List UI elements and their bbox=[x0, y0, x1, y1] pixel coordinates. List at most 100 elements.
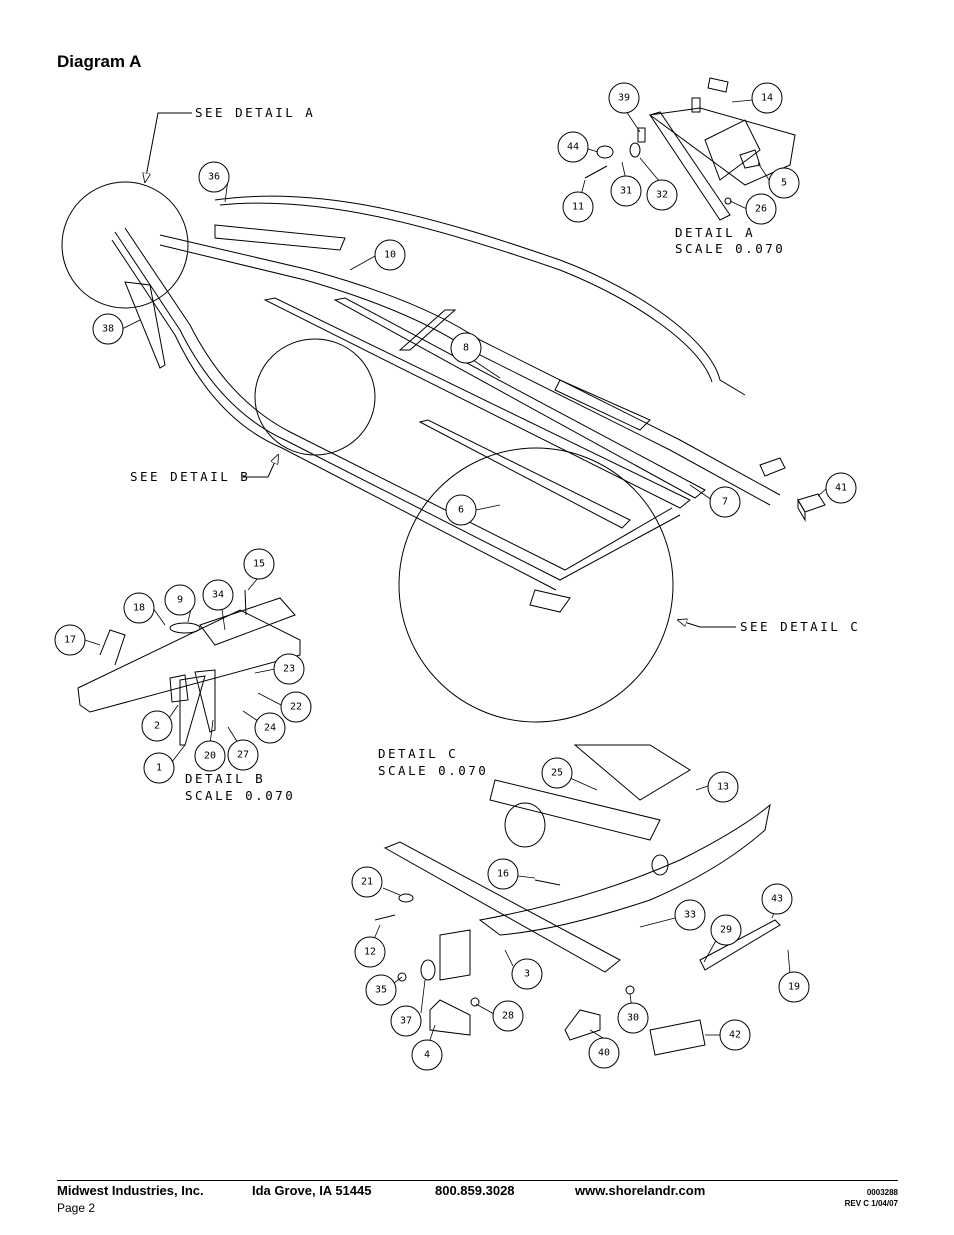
svg-text:33: 33 bbox=[684, 910, 696, 921]
svg-text:43: 43 bbox=[771, 894, 783, 905]
callout-15: 15 bbox=[243, 548, 275, 580]
svg-text:6: 6 bbox=[458, 505, 464, 516]
see-detail-b-label: SEE DETAIL B bbox=[130, 469, 250, 484]
callout-bubbles: 39 14 44 31 32 5 11 26 36 10 38 8 7 41 6… bbox=[54, 82, 857, 1071]
callout-40: 40 bbox=[588, 1037, 620, 1069]
callout-25: 25 bbox=[541, 757, 573, 789]
svg-text:32: 32 bbox=[656, 190, 668, 201]
callout-29: 29 bbox=[710, 914, 742, 946]
detail-a-title: DETAIL A bbox=[675, 225, 755, 240]
callout-36: 36 bbox=[198, 161, 230, 193]
callout-8: 8 bbox=[450, 332, 482, 364]
svg-text:13: 13 bbox=[717, 782, 729, 793]
trailer-frame bbox=[111, 195, 826, 613]
doc-number: 0003288 bbox=[866, 1188, 898, 1197]
callout-7: 7 bbox=[709, 486, 741, 518]
callout-38: 38 bbox=[92, 313, 124, 345]
callout-5: 5 bbox=[768, 167, 800, 199]
svg-text:41: 41 bbox=[835, 483, 847, 494]
callout-28: 28 bbox=[492, 1000, 524, 1032]
detail-a-scale: SCALE 0.070 bbox=[675, 241, 785, 256]
callout-13: 13 bbox=[707, 771, 739, 803]
svg-text:25: 25 bbox=[551, 768, 563, 779]
callout-32: 32 bbox=[646, 179, 678, 211]
callout-20: 20 bbox=[194, 740, 226, 772]
callout-30: 30 bbox=[617, 1002, 649, 1034]
svg-text:14: 14 bbox=[761, 93, 773, 104]
callout-10: 10 bbox=[374, 239, 406, 271]
callout-2: 2 bbox=[141, 710, 173, 742]
callout-1: 1 bbox=[143, 752, 175, 784]
svg-text:5: 5 bbox=[781, 178, 787, 189]
callout-11: 11 bbox=[562, 191, 594, 223]
callout-4: 4 bbox=[411, 1039, 443, 1071]
footer-doc-info: 0003288 REV C 1/04/07 bbox=[845, 1187, 898, 1209]
svg-text:31: 31 bbox=[620, 186, 632, 197]
callout-24: 24 bbox=[254, 712, 286, 744]
svg-text:38: 38 bbox=[102, 324, 114, 335]
svg-text:20: 20 bbox=[204, 751, 216, 762]
svg-text:17: 17 bbox=[64, 635, 76, 646]
callout-34: 34 bbox=[202, 579, 234, 611]
callout-44: 44 bbox=[557, 131, 589, 163]
svg-text:7: 7 bbox=[722, 497, 728, 508]
svg-text:44: 44 bbox=[567, 142, 579, 153]
callout-33: 33 bbox=[674, 899, 706, 931]
callout-31: 31 bbox=[610, 175, 642, 207]
detail-b-title: DETAIL B bbox=[185, 771, 265, 786]
svg-text:27: 27 bbox=[237, 750, 249, 761]
detail-c-title: DETAIL C bbox=[378, 746, 458, 761]
callout-35: 35 bbox=[365, 974, 397, 1006]
callout-27: 27 bbox=[227, 739, 259, 771]
svg-text:16: 16 bbox=[497, 869, 509, 880]
svg-text:12: 12 bbox=[364, 947, 376, 958]
callout-16: 16 bbox=[487, 858, 519, 890]
svg-text:2: 2 bbox=[154, 721, 160, 732]
svg-text:34: 34 bbox=[212, 590, 224, 601]
footer-rule bbox=[57, 1180, 898, 1181]
footer-website: www.shorelandr.com bbox=[575, 1183, 706, 1198]
footer-page-number: Page 2 bbox=[57, 1201, 96, 1215]
callout-26: 26 bbox=[745, 193, 777, 225]
parts-diagram: SEE DETAIL A SEE DETAIL B SEE DETAIL C D… bbox=[54, 77, 860, 1071]
footer-company: Midwest Industries, Inc. bbox=[57, 1183, 204, 1198]
callout-41: 41 bbox=[825, 472, 857, 504]
callout-3: 3 bbox=[511, 958, 543, 990]
callout-9: 9 bbox=[164, 584, 196, 616]
callout-18: 18 bbox=[123, 592, 155, 624]
svg-text:35: 35 bbox=[375, 985, 387, 996]
detail-c-scale: SCALE 0.070 bbox=[378, 763, 488, 778]
detail-b-assembly bbox=[77, 589, 301, 746]
callout-22: 22 bbox=[280, 691, 312, 723]
svg-text:40: 40 bbox=[598, 1048, 610, 1059]
footer-phone: 800.859.3028 bbox=[435, 1183, 515, 1198]
callout-14: 14 bbox=[751, 82, 783, 114]
footer-city: Ida Grove, IA 51445 bbox=[252, 1183, 372, 1198]
svg-text:37: 37 bbox=[400, 1016, 412, 1027]
svg-text:11: 11 bbox=[572, 202, 584, 213]
callout-17: 17 bbox=[54, 624, 86, 656]
svg-text:8: 8 bbox=[463, 343, 469, 354]
svg-text:23: 23 bbox=[283, 664, 295, 675]
svg-text:9: 9 bbox=[177, 595, 183, 606]
page-title: Diagram A bbox=[57, 52, 142, 71]
callout-6: 6 bbox=[445, 494, 477, 526]
detail-a-circle bbox=[61, 181, 189, 309]
svg-text:10: 10 bbox=[384, 250, 396, 261]
svg-text:18: 18 bbox=[133, 603, 145, 614]
detail-c-assembly bbox=[374, 744, 781, 1056]
detail-b-scale: SCALE 0.070 bbox=[185, 788, 295, 803]
svg-text:36: 36 bbox=[208, 172, 220, 183]
detail-c-circle bbox=[398, 447, 674, 723]
see-detail-c-label: SEE DETAIL C bbox=[740, 619, 860, 634]
svg-text:22: 22 bbox=[290, 702, 302, 713]
svg-text:39: 39 bbox=[618, 93, 630, 104]
svg-text:15: 15 bbox=[253, 559, 265, 570]
svg-text:3: 3 bbox=[524, 969, 530, 980]
svg-text:28: 28 bbox=[502, 1011, 514, 1022]
callout-21: 21 bbox=[351, 866, 383, 898]
callout-42: 42 bbox=[719, 1019, 751, 1051]
svg-text:19: 19 bbox=[788, 982, 800, 993]
svg-text:21: 21 bbox=[361, 877, 373, 888]
svg-text:1: 1 bbox=[156, 763, 162, 774]
